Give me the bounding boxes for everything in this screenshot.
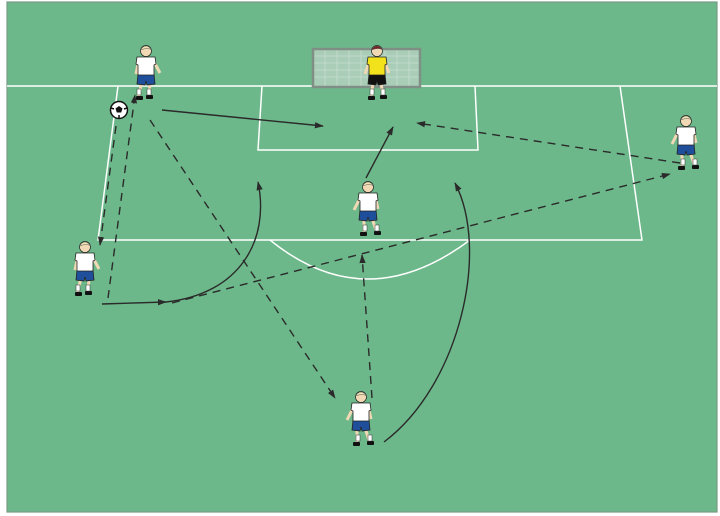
pass-arrow xyxy=(359,254,373,399)
run-arrow xyxy=(383,182,471,443)
pass-arrow xyxy=(107,94,138,299)
players xyxy=(73,45,699,446)
player-goalkeeper xyxy=(363,45,391,100)
player-left-attacker xyxy=(73,241,101,296)
goal-area xyxy=(257,85,479,151)
run-arrow xyxy=(161,109,324,129)
player-wide-left-attacker xyxy=(134,45,162,100)
pass-arrow xyxy=(416,121,681,164)
pass-arrows xyxy=(97,94,681,399)
player-central-attacker xyxy=(352,181,381,236)
pass-arrow xyxy=(171,172,671,304)
player-deep-attacker xyxy=(345,391,374,446)
penalty-arc xyxy=(269,239,471,280)
player-right-attacker xyxy=(670,115,699,170)
ball xyxy=(109,100,129,120)
penalty-area xyxy=(97,85,643,241)
run-arrow xyxy=(101,299,167,306)
pass-arrow xyxy=(97,125,117,246)
run-arrow xyxy=(365,126,394,179)
